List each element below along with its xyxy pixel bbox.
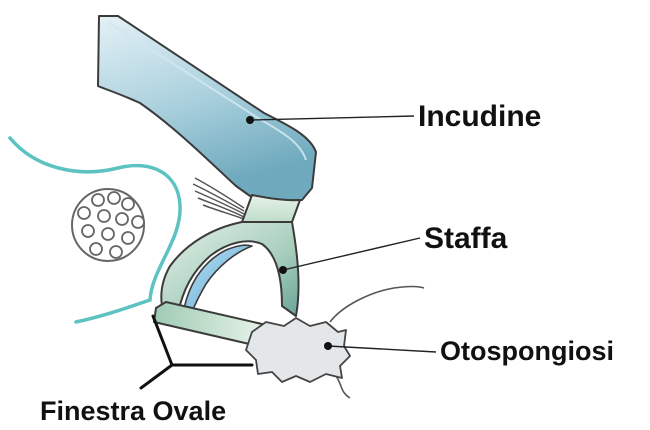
leader-dot-staffa <box>279 266 287 274</box>
leader-dot-incudine <box>246 116 254 124</box>
stapes-arch <box>161 222 298 316</box>
label-staffa: Staffa <box>424 224 507 254</box>
leader-staffa <box>283 238 420 270</box>
incus-bone <box>98 16 316 200</box>
otosclerosis-focus <box>246 318 350 382</box>
stapes-head <box>242 195 300 225</box>
vessel-line-upper <box>330 287 424 323</box>
label-finestra-ovale: Finestra Ovale <box>40 398 226 425</box>
label-otospongiosi: Otospongiosi <box>440 338 614 365</box>
nerve-bundle <box>72 189 144 261</box>
stapes-footplate <box>154 302 262 346</box>
vessel-line-lower <box>336 376 350 398</box>
label-incudine: Incudine <box>418 102 541 132</box>
leader-dot-otospongiosi <box>324 342 332 350</box>
